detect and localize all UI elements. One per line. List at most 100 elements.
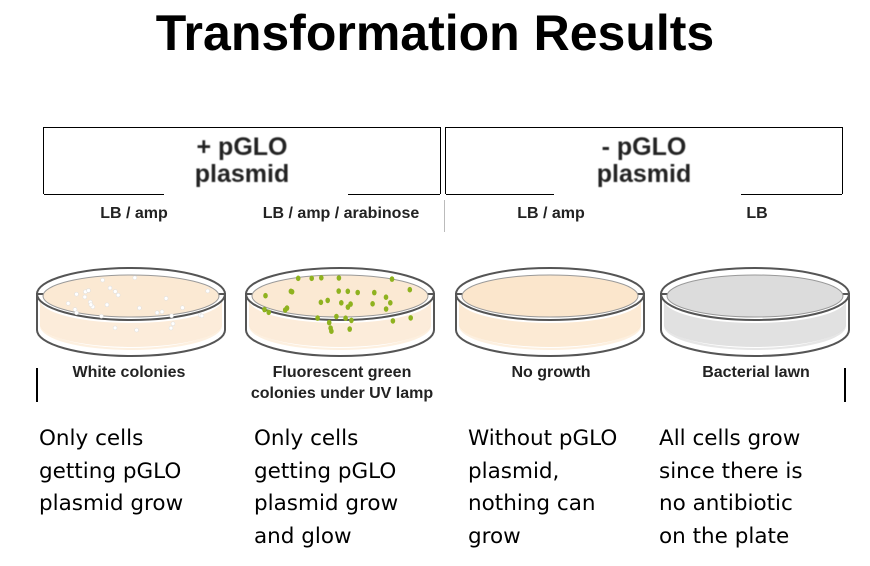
slide-title: Transformation Results — [155, 5, 715, 61]
plate-medium-label: LB / amp / arabinose — [262, 205, 420, 222]
colony — [100, 277, 105, 283]
colony — [370, 301, 375, 307]
dish-agar — [459, 300, 641, 347]
colony — [318, 299, 324, 306]
colony — [336, 288, 341, 294]
colony — [86, 288, 91, 293]
caption-line1: No growth — [511, 364, 591, 381]
colony — [169, 313, 174, 319]
colony — [74, 291, 79, 297]
colony — [315, 315, 320, 321]
colony — [325, 297, 330, 304]
colony — [262, 306, 267, 313]
box-border — [44, 194, 164, 195]
box-border — [348, 194, 440, 195]
dish-agar — [40, 300, 222, 347]
petri-dish-3 — [455, 267, 645, 357]
colony — [319, 275, 324, 281]
colony — [159, 309, 165, 315]
colony — [163, 296, 169, 301]
dish-surface — [42, 274, 220, 318]
dish-agar — [664, 300, 846, 347]
colony — [82, 294, 88, 300]
colony — [372, 289, 377, 296]
petri-dish-4 — [660, 267, 850, 357]
dish-surface — [666, 274, 844, 318]
colony — [88, 302, 94, 307]
colony — [336, 275, 342, 281]
plate-caption: Bacterial lawn — [702, 362, 810, 383]
colony — [170, 321, 176, 326]
dish-surface — [461, 274, 639, 318]
colony — [154, 310, 160, 315]
group-label-line1: - pGLO — [601, 133, 687, 161]
colony — [288, 288, 294, 295]
colony — [339, 300, 344, 306]
colony — [134, 327, 139, 333]
plate-description: Without pGLO plasmid, nothing can grow — [468, 426, 618, 549]
colony — [407, 286, 413, 293]
group-label-line1: + pGLO — [196, 133, 288, 161]
plate-caption: No growth — [511, 362, 590, 383]
group-label-line2: plasmid — [194, 160, 290, 188]
colony — [355, 289, 360, 296]
dish-rim — [455, 267, 645, 321]
colony — [107, 285, 113, 291]
dish-rim — [245, 267, 435, 321]
colony — [205, 288, 210, 294]
petri-dish-1 — [36, 267, 226, 357]
colony — [388, 300, 393, 306]
colony — [65, 301, 71, 306]
colony — [345, 288, 351, 295]
bracket-line-left — [36, 368, 38, 402]
colony — [112, 325, 118, 331]
colony — [347, 326, 352, 332]
colony — [74, 310, 79, 316]
colony — [104, 302, 110, 308]
plate-description: Only cells getting pGLO plasmid grow — [39, 426, 184, 516]
petri-dish-2 — [245, 267, 435, 357]
colony — [389, 276, 395, 282]
colony — [263, 292, 268, 299]
box-border — [446, 194, 554, 195]
colony — [266, 309, 271, 316]
colony — [132, 275, 138, 281]
plate-medium-label: LB — [746, 205, 768, 222]
dish-surface — [251, 274, 429, 318]
colony — [113, 289, 118, 294]
plate-medium-label: LB / amp — [100, 205, 168, 222]
plate-description: Only cells getting pGLO plasmid grow and… — [254, 426, 399, 549]
dish-rim — [36, 267, 226, 321]
colony — [309, 275, 314, 282]
colony — [334, 313, 339, 320]
colony — [199, 313, 205, 319]
box-border — [741, 194, 842, 195]
colony — [115, 292, 121, 298]
colony — [408, 315, 413, 321]
group-label-line2: plasmid — [596, 160, 692, 188]
dish-rim — [660, 267, 850, 321]
plate-caption: Fluorescent green colonies under UV lamp — [251, 362, 433, 404]
bracket-line-right — [844, 368, 846, 402]
caption-line1: Fluorescent green — [272, 364, 412, 381]
colony — [343, 315, 348, 321]
colony — [137, 305, 142, 311]
caption-line2: colonies under UV lamp — [250, 385, 434, 402]
caption-line1: White colonies — [72, 364, 186, 381]
colony — [348, 301, 353, 307]
colony — [284, 305, 290, 311]
colony — [349, 317, 354, 324]
group-divider — [444, 200, 445, 232]
colony — [180, 305, 185, 310]
plate-description: All cells grow since there is no antibio… — [659, 426, 803, 549]
colony — [326, 319, 332, 326]
plate-caption: White colonies — [73, 362, 186, 383]
caption-line1: Bacterial lawn — [702, 364, 810, 381]
plate-medium-label: LB / amp — [517, 205, 585, 222]
colony — [329, 328, 334, 334]
